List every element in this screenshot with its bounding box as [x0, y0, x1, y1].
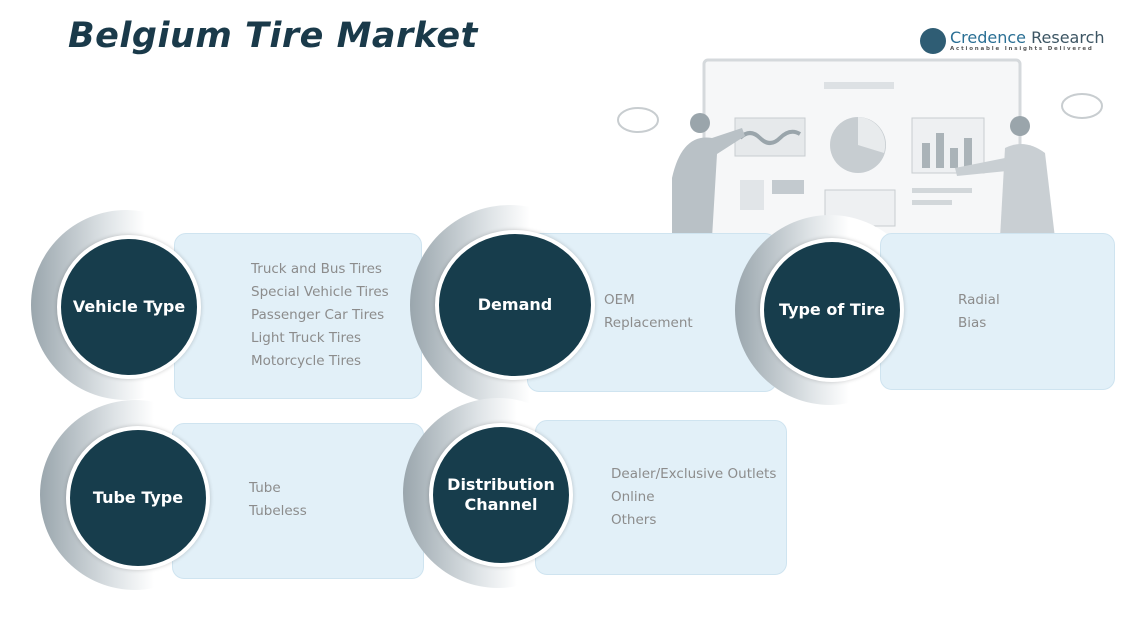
page-title: Belgium Tire Market — [68, 16, 478, 56]
vehicle-type-box — [174, 233, 422, 399]
logo-tagline: Actionable Insights Delivered — [950, 46, 1094, 52]
segment-item: Passenger Car Tires — [251, 307, 385, 323]
segment-item: Replacement — [604, 315, 693, 331]
segment-item: Radial — [958, 292, 1000, 308]
segment-item: Truck and Bus Tires — [251, 261, 382, 277]
vehicle-type-items: Truck and Bus Tires Special Vehicle Tire… — [251, 258, 389, 373]
segment-item: Online — [611, 489, 655, 505]
segment-item: Bias — [958, 315, 987, 331]
segment-item: Motorcycle Tires — [251, 353, 362, 369]
tube-type-box — [172, 423, 424, 579]
demand-circle: Demand — [435, 230, 595, 380]
logo-name-1: Credence — [950, 28, 1027, 47]
presentation-illustration — [617, 58, 1103, 238]
segment-item: OEM — [604, 292, 635, 308]
segment-item: Special Vehicle Tires — [251, 284, 389, 300]
type-of-tire-items: Radial Bias — [958, 289, 1000, 335]
segment-item: Tube — [249, 480, 281, 496]
segment-item: Dealer/Exclusive Outlets — [611, 466, 777, 482]
logo-name-2: Research — [1031, 28, 1105, 47]
type-of-tire-circle: Type of Tire — [760, 238, 904, 382]
logo-chart-icon — [920, 28, 946, 54]
type-of-tire-box — [880, 233, 1115, 390]
segment-item: Light Truck Tires — [251, 330, 362, 346]
segment-item: Others — [611, 512, 657, 528]
tube-type-circle: Tube Type — [66, 426, 210, 570]
segment-item: Tubeless — [249, 503, 307, 519]
distribution-channel-circle: Distribution Channel — [429, 423, 573, 567]
demand-items: OEM Replacement — [604, 289, 693, 335]
vehicle-type-circle: Vehicle Type — [57, 235, 201, 379]
distribution-channel-items: Dealer/Exclusive Outlets Online Others — [611, 463, 776, 532]
credence-research-logo: Credence Research Actionable Insights De… — [920, 28, 1105, 54]
distribution-channel-box — [535, 420, 787, 575]
tube-type-items: Tube Tubeless — [249, 477, 307, 523]
